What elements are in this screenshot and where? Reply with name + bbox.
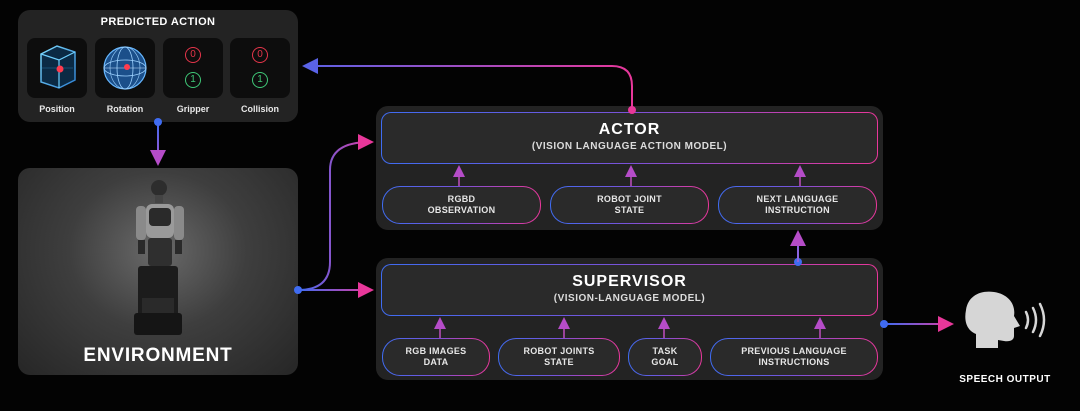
position-tile: [27, 38, 87, 98]
actor-input-arrows: [453, 165, 806, 186]
gripper-one: 1: [185, 72, 201, 88]
rotation-tile: [95, 38, 155, 98]
actor-input-joint-state: ROBOT JOINT STATE: [550, 186, 709, 224]
actor-to-action-arrow: [302, 58, 633, 110]
actor-input-rgbd-line2: OBSERVATION: [427, 205, 496, 215]
actor-model-box: ACTOR (VISION LANGUAGE ACTION MODEL): [381, 112, 878, 164]
cube-position-icon: [40, 45, 76, 89]
actor-title: ACTOR: [598, 121, 661, 138]
supervisor-title: SUPERVISOR: [572, 273, 687, 290]
supervisor-input-previous-instructions: PREVIOUS LANGUAGE INSTRUCTIONS: [710, 338, 878, 376]
position-label: Position: [39, 104, 75, 114]
actor-input-next-instruction: NEXT LANGUAGE INSTRUCTION: [718, 186, 877, 224]
collision-one: 1: [252, 72, 268, 88]
predicted-action-title: PREDICTED ACTION: [100, 16, 216, 28]
gripper-tile: 0 1: [163, 38, 223, 98]
supervisor-subtitle: (VISION-LANGUAGE MODEL): [553, 293, 706, 304]
supervisor-input-previous-line2: INSTRUCTIONS: [758, 357, 830, 367]
supervisor-model-box: SUPERVISOR (VISION-LANGUAGE MODEL): [381, 264, 878, 316]
supervisor-input-joints-state: ROBOT JOINTS STATE: [498, 338, 620, 376]
supervisor-input-task-line1: TASK: [652, 346, 678, 356]
gripper-label: Gripper: [176, 104, 210, 114]
supervisor-panel: SUPERVISOR (VISION-LANGUAGE MODEL) RGB I…: [376, 258, 883, 380]
collision-zero: 0: [252, 47, 268, 63]
actor-input-joint-line2: STATE: [614, 205, 645, 215]
supervisor-input-previous-line1: PREVIOUS LANGUAGE: [741, 346, 847, 356]
supervisor-input-rgb-line1: RGB IMAGES: [405, 346, 467, 356]
environment-title: ENVIRONMENT: [83, 345, 233, 366]
actor-output-dot: [628, 106, 636, 114]
actor-input-rgbd-line1: RGBD: [447, 194, 476, 204]
supervisor-input-rgb-line2: DATA: [423, 357, 449, 367]
gripper-zero: 0: [185, 47, 201, 63]
supervisor-input-task-goal: TASK GOAL: [628, 338, 702, 376]
actor-input-rgbd: RGBD OBSERVATION: [382, 186, 541, 224]
robot-image: [134, 180, 184, 335]
actor-input-joint-line1: ROBOT JOINT: [597, 194, 662, 204]
environment-to-actor-arrow: [297, 134, 374, 291]
speaking-head-icon: [965, 291, 1046, 348]
actor-subtitle: (VISION LANGUAGE ACTION MODEL): [531, 141, 728, 152]
speech-output-label: SPEECH OUTPUT: [959, 374, 1051, 385]
actor-input-next-line1: NEXT LANGUAGE: [756, 194, 839, 204]
rotation-label: Rotation: [106, 104, 144, 114]
supervisor-input-task-line2: GOAL: [651, 357, 679, 367]
actor-input-next-line2: INSTRUCTION: [765, 205, 830, 215]
supervisor-input-joints-line2: STATE: [544, 357, 574, 367]
supervisor-input-joints-line1: ROBOT JOINTS: [523, 346, 595, 356]
collision-tile: 0 1: [230, 38, 290, 98]
collision-label: Collision: [241, 104, 279, 114]
supervisor-input-arrows: [434, 317, 826, 338]
predicted-action-panel: PREDICTED ACTION 0 1 0 1 Position Rotati…: [18, 10, 298, 122]
sphere-rotation-icon: [103, 46, 147, 90]
supervisor-input-rgb-images: RGB IMAGES DATA: [382, 338, 490, 376]
environment-panel: ENVIRONMENT: [18, 168, 298, 375]
